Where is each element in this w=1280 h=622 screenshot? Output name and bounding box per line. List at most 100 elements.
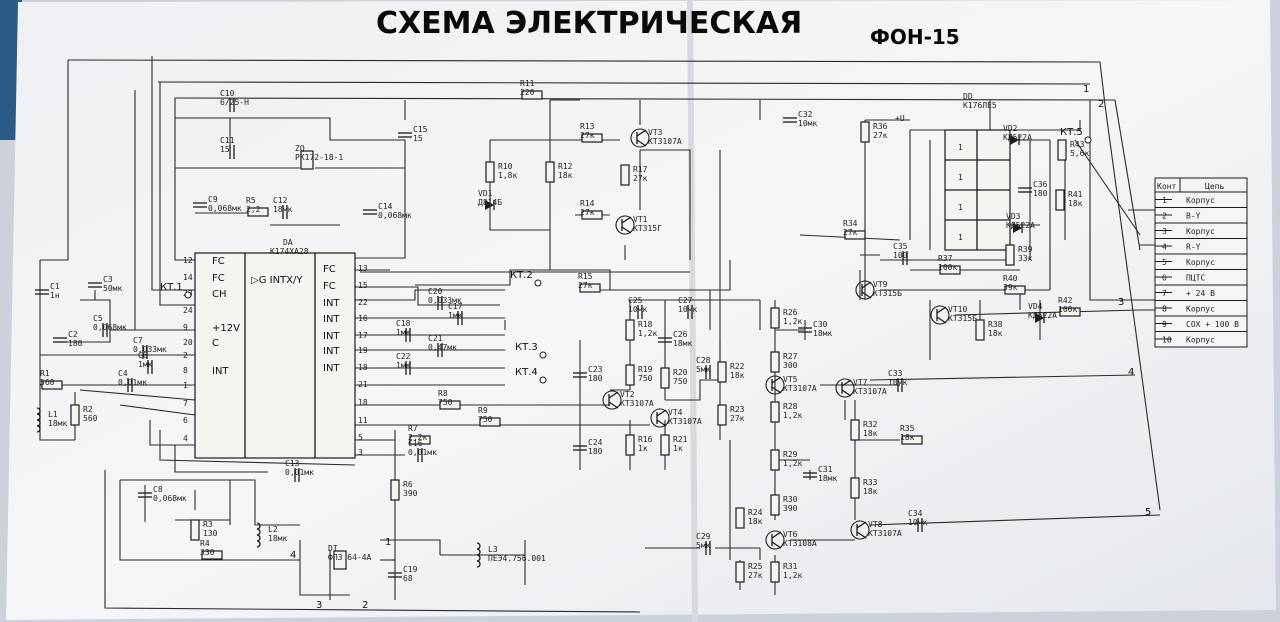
ic-da-pin-right-11: 3: [358, 448, 363, 457]
component-value: КТ315Б: [873, 289, 902, 298]
component-value: 27к: [580, 131, 595, 140]
component-ref: R16: [638, 435, 653, 444]
component-value: 27к: [730, 414, 745, 423]
component-value: 1мк: [396, 328, 411, 337]
testpoint-label: КТ.3: [515, 342, 538, 353]
component-ref: R33: [863, 478, 878, 487]
component-ref: C8: [153, 485, 163, 494]
connector-pin: 3: [1162, 227, 1167, 236]
testpoint-label: КТ.2: [510, 270, 533, 281]
testpoint-label: КТ.5: [1060, 127, 1083, 138]
connector-net: Корпус: [1186, 305, 1215, 314]
component-value: 27к: [633, 174, 648, 183]
component-ref: R39: [1018, 245, 1033, 254]
component-ref: R10: [498, 162, 513, 171]
component-ref: VT1: [633, 215, 648, 224]
component-r5: R52,2: [246, 196, 269, 217]
component-ref: C36: [1033, 180, 1048, 189]
component-value: 2,2к: [408, 433, 427, 442]
component-value: 15: [220, 145, 230, 154]
component-ref: VT2: [620, 390, 635, 399]
terminal-number: 2: [362, 600, 368, 611]
component-ref: C33: [888, 369, 903, 378]
component-ref: R34: [843, 219, 858, 228]
component-ref: L3: [488, 545, 498, 554]
terminal-number: 3: [316, 600, 322, 611]
bus-number: 1: [1083, 84, 1089, 95]
ic-da-pin-right-8: 18: [358, 398, 368, 407]
component-ref: VT10: [948, 305, 967, 314]
component-ref: VT7: [853, 378, 868, 387]
connector-net: Корпус: [1186, 336, 1215, 345]
component-value: КТ3107А: [668, 417, 702, 426]
gate-3-label: 1: [958, 203, 963, 212]
component-ref: C19: [403, 565, 418, 574]
component-value: 27к: [578, 281, 593, 290]
connector-pin: 7: [1162, 289, 1167, 298]
component-value: 0,068мк: [378, 211, 412, 220]
component-value: 1,2к: [783, 317, 802, 326]
component-value: 50мк: [103, 284, 122, 293]
component-value: 18к: [748, 517, 763, 526]
component-ref: R9: [478, 406, 488, 415]
component-value: 10мк: [908, 518, 927, 527]
component-ref: C25: [628, 296, 643, 305]
ic-da-pinname-left-2: CH: [212, 289, 227, 300]
component-value: 1мк: [138, 360, 153, 369]
ic-da-pinname-right-0: FC: [323, 264, 336, 275]
component-ref: R2: [83, 405, 93, 414]
ic-da-pinname-right-6: INT: [323, 363, 340, 374]
component-value: 560: [83, 414, 98, 423]
component-ref: VT6: [783, 530, 798, 539]
component-ref: VD2: [1003, 124, 1018, 133]
ic-da: ▷G INTX/Y DA К174ХА28 12FC14FC23CH249+12…: [183, 238, 368, 459]
component-ref: C3: [103, 275, 113, 284]
testpoint-marker: [184, 291, 192, 299]
component-value: 27к: [873, 131, 888, 140]
component-ref: R24: [748, 508, 763, 517]
component-value: КТ3107А: [648, 137, 682, 146]
component-value: 130: [203, 529, 218, 538]
component-ref: C7: [133, 336, 143, 345]
connector-net: B-Y: [1186, 212, 1201, 221]
ic-da-pinname-right-1: FC: [323, 281, 336, 292]
component-ref: C12: [273, 196, 288, 205]
component-value: 5,6к: [1070, 149, 1089, 158]
ic-da-pin-left-5: 20: [183, 338, 193, 347]
component-ref: VT9: [873, 280, 888, 289]
component-c5: C50,068мк: [93, 314, 127, 337]
component-value: 18мк: [673, 339, 692, 348]
title-main: СХЕМА ЭЛЕКТРИЧЕСКАЯ: [376, 6, 802, 41]
component-ref: VD3: [1006, 212, 1021, 221]
ic-da-pin-right-1: 15: [358, 281, 368, 290]
